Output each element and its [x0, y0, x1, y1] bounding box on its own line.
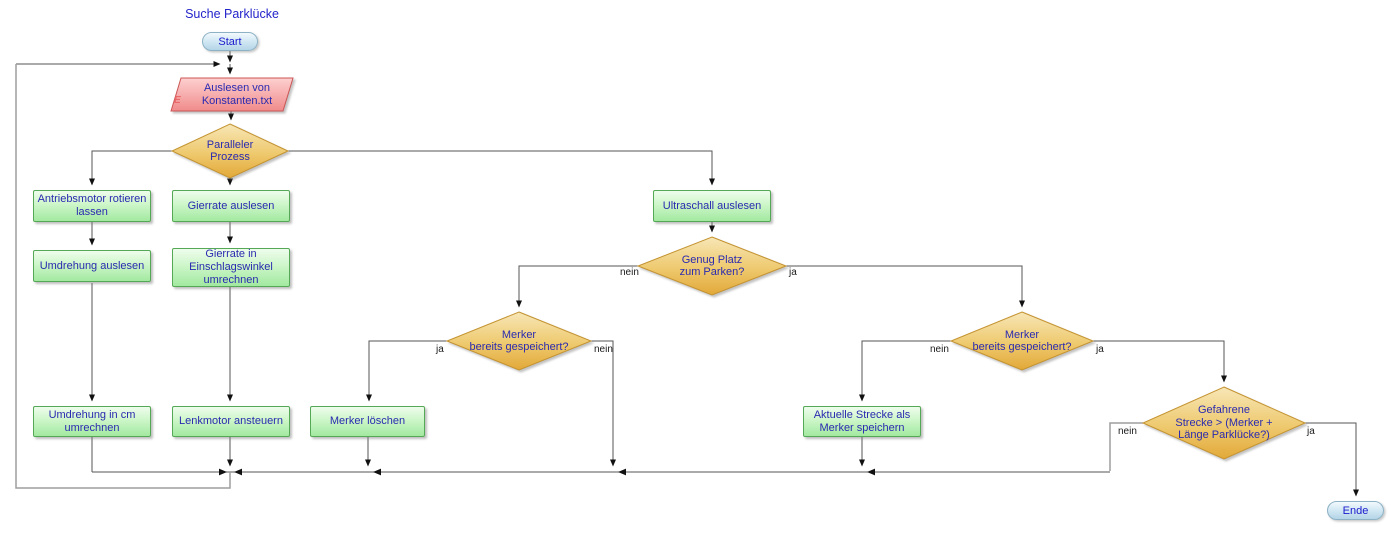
process-merker-loeschen: Merker löschen [310, 406, 425, 437]
process-umdrehung-cm: Umdrehung in cm umrechnen [33, 406, 151, 437]
decision-parallel-process-shape [170, 123, 290, 179]
ende-label: Ende [1342, 504, 1369, 517]
connector-lines [16, 50, 1359, 497]
io-watermark-e: E [174, 95, 181, 106]
start-label: Start [218, 35, 242, 48]
process-umdrehung-auslesen: Umdrehung auslesen [33, 250, 151, 282]
ende-terminal: Ende [1327, 501, 1384, 520]
loopback-lines [15, 64, 1143, 489]
edge-label-merker-left-ja: ja [436, 344, 444, 355]
diagram-title: Suche Parklücke [185, 7, 279, 21]
process-aktuelle-strecke: Aktuelle Strecke als Merker speichern [803, 406, 921, 437]
decision-merker-right-shape [949, 311, 1095, 371]
process-gierrate-auslesen: Gierrate auslesen [172, 190, 290, 222]
merge-arrowheads [219, 468, 875, 476]
process-ultraschall: Ultraschall auslesen [653, 190, 771, 222]
io-read-constants-shape [170, 77, 294, 112]
process-gierrate-umrechnen: Gierrate in Einschlagswinkel umrechnen [172, 248, 290, 287]
decision-genug-platz-shape [636, 236, 788, 296]
decision-merker-left-shape [445, 311, 593, 371]
edge-label-merker-left-nein: nein [594, 344, 613, 355]
edge-label-genug-platz-ja: ja [789, 267, 797, 278]
start-terminal: Start [202, 32, 258, 51]
edge-label-merker-right-ja: ja [1096, 344, 1104, 355]
edge-label-genug-platz-nein: nein [620, 267, 639, 278]
process-lenkmotor: Lenkmotor ansteuern [172, 406, 290, 437]
edge-label-gefahrene-ja: ja [1307, 426, 1315, 437]
decision-gefahrene-strecke-shape [1141, 386, 1307, 460]
edge-label-gefahrene-nein: nein [1118, 426, 1137, 437]
process-antriebsmotor: Antriebsmotor rotieren lassen [33, 190, 151, 222]
edge-label-merker-right-nein: nein [930, 344, 949, 355]
